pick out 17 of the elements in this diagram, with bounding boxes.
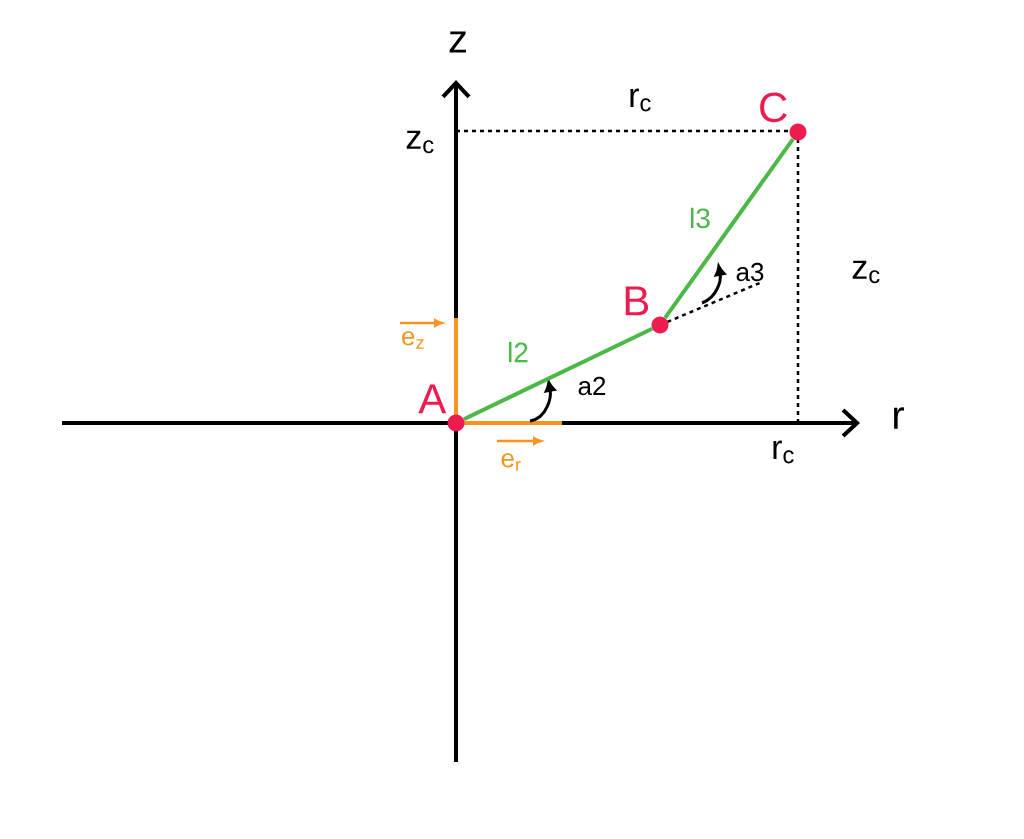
axis-label: r: [894, 407, 904, 429]
link-line: [463, 326, 654, 422]
axis-tick-label: z$_{c}$: [406, 130, 434, 154]
axis-tick-label: r$_{c}$: [773, 440, 794, 464]
vector-label: e$_{z}$: [402, 331, 424, 349]
axis-label: z: [449, 31, 466, 53]
edge-label: l3: [691, 207, 710, 229]
angle-label: a3: [736, 262, 764, 282]
node-label: B: [625, 286, 649, 316]
edge-label: l2: [509, 341, 528, 363]
link-line: [663, 137, 795, 320]
node-label: A: [418, 384, 447, 414]
dimension-label: r$_{c}$: [630, 88, 651, 112]
angle-label: a2: [578, 376, 606, 396]
vector-label: e$_{r}$: [501, 453, 521, 471]
dimension-label: z$_{c}$: [852, 260, 880, 284]
node-label: C: [760, 92, 787, 123]
